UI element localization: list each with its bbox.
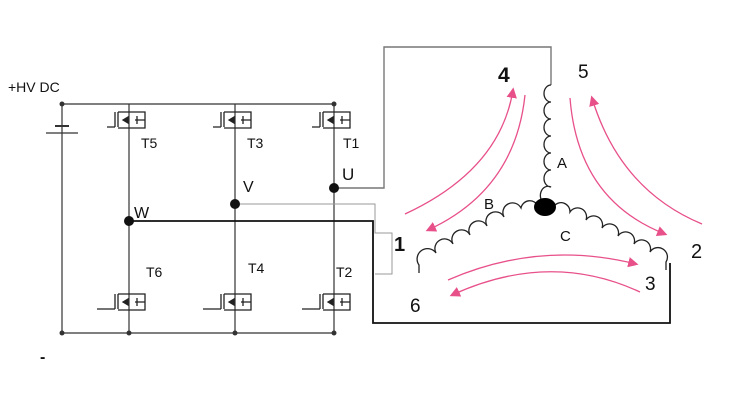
phase-u-wire: [334, 46, 552, 189]
label-t1: T1: [343, 135, 360, 151]
label-t4: T4: [248, 260, 265, 276]
star-point: [534, 198, 556, 216]
battery-icon: [46, 125, 78, 134]
label-u: U: [342, 165, 354, 184]
arrow-to-6: [449, 271, 641, 297]
arrow-to-2: [569, 97, 668, 236]
terminal-6: 6: [410, 296, 421, 317]
phase-v-wire: [235, 203, 393, 275]
terminal-3: 3: [645, 274, 656, 295]
label-t6: T6: [146, 264, 163, 280]
arrow-to-4: [404, 87, 517, 215]
inverter-bridge: [46, 103, 335, 334]
label-t2: T2: [336, 264, 353, 280]
transistor-t6-icon: [97, 293, 146, 311]
supply-positive-label: +HV DC: [8, 79, 60, 95]
label-t3: T3: [247, 135, 264, 151]
label-winding-a: A: [557, 155, 567, 172]
arrow-to-3: [447, 254, 639, 281]
phase-w-wire: [129, 220, 671, 324]
supply-negative-label: -: [40, 349, 45, 366]
terminal-5: 5: [578, 62, 589, 83]
transistor-t4-icon: [203, 293, 252, 311]
terminal-4: 4: [498, 64, 510, 87]
winding-b-coil: [416, 200, 539, 273]
node-u: [329, 183, 339, 193]
transistor-t3-icon: [213, 111, 252, 129]
arrow-to-5: [589, 95, 703, 225]
label-winding-b: B: [484, 196, 494, 213]
node-w: [124, 216, 134, 226]
terminal-1: 1: [394, 234, 405, 256]
label-v: V: [243, 179, 254, 196]
arrow-to-1: [425, 94, 526, 232]
winding-c-coil: [553, 202, 669, 270]
transistor-t5-icon: [107, 111, 146, 129]
rail-nodes: [59, 101, 337, 336]
label-winding-c: C: [560, 228, 571, 245]
label-w: W: [134, 205, 150, 222]
node-v: [230, 199, 240, 209]
terminal-2: 2: [691, 241, 702, 263]
transistor-t2-icon: [302, 293, 351, 311]
transistor-t1-icon: [312, 111, 351, 129]
label-t5: T5: [141, 135, 158, 151]
winding-a-coil: [539, 84, 552, 206]
